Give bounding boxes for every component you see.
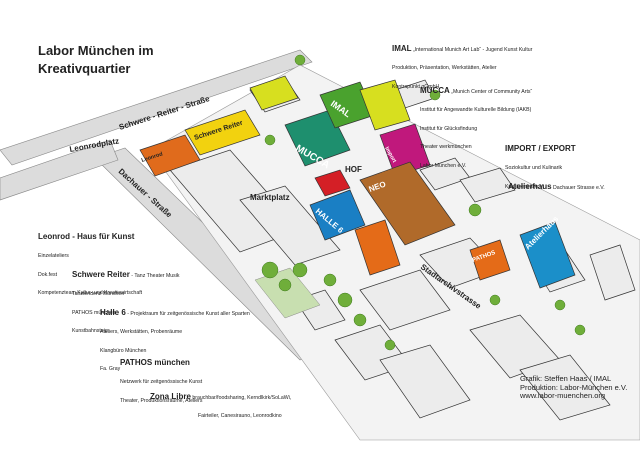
legend-import-export-line: Soziokultur und Kulinarik bbox=[505, 165, 563, 172]
legend-pathos: PATHOS münchen Netzwerk für zeitgenössis… bbox=[120, 352, 202, 407]
legend-imal-line: Kontrapunkt gGmbH bbox=[392, 83, 440, 90]
road-dachauer-west bbox=[0, 139, 119, 201]
building-import-export bbox=[379, 123, 431, 177]
credit-link[interactable]: www.labor-muenchen.org bbox=[520, 391, 606, 401]
legend-schwere-reiter-line: PATHOS münchen bbox=[72, 309, 116, 316]
label-hof: HOF bbox=[345, 165, 362, 174]
legend-schwere-reiter-line: Tanztendenz München bbox=[72, 291, 125, 298]
legend-zona-libre: Zona Libre brauchbar/foodsharing, Kerndl… bbox=[150, 386, 291, 423]
building-leonrod bbox=[139, 134, 201, 177]
legend-mucca-line: Institut für Glücksfindung bbox=[420, 125, 478, 132]
legend-mucca-title: „Munich Center of Community Arts“ bbox=[449, 89, 533, 95]
credits: Grafik: Steffen Haas / IMAL Produktion: … bbox=[520, 374, 628, 401]
legend-mucca-name: MUCCA bbox=[420, 86, 450, 95]
map-title-line1: Labor München im bbox=[38, 43, 154, 58]
legend-halle6-line: Klangbüro München bbox=[100, 347, 147, 354]
legend-leonrod-name: Leonrod - Haus für Kunst bbox=[38, 232, 135, 241]
legend-leonrod-line: Kompetenzteam Kultur- und Kreativwirtsch… bbox=[38, 290, 143, 297]
legend-halle6-line: Ateliers, Werkstätten, Probenräume bbox=[100, 329, 183, 336]
legend-import-export: IMPORT / EXPORT Soziokultur und Kulinari… bbox=[505, 138, 576, 193]
legend-imal-line: Produktion, Präsentation, Werkstätten, A… bbox=[392, 65, 497, 72]
credit-line: Produktion: Labor-München e.V. bbox=[520, 382, 628, 392]
building-neo bbox=[359, 161, 456, 246]
legend-pathos-name: PATHOS münchen bbox=[120, 358, 190, 367]
building-imal-yellow bbox=[249, 75, 299, 111]
legend-pathos-line: Netzwerk für zeitgenössische Kunst bbox=[120, 379, 203, 386]
legend-atelierhaus-title: Dachauer Strasse e.V. bbox=[551, 185, 605, 191]
legend-imal: IMAL „International Munich Art Lab“ - Ju… bbox=[392, 38, 532, 93]
legend-halle6: Halle 6 - Projektraum für zeitgenössisch… bbox=[100, 302, 250, 376]
legend-atelierhaus-name: Atelierhaus bbox=[508, 182, 552, 191]
legend-schwere-reiter-title: - Tanz Theater Musik bbox=[129, 273, 180, 279]
legend-pathos-line: Theater, Produktionsräume, Ateliers bbox=[120, 397, 203, 404]
legend-import-export-name: IMPORT / EXPORT bbox=[505, 144, 576, 153]
building-pathos bbox=[354, 219, 401, 276]
road-schwere-reiter bbox=[0, 49, 313, 166]
building-atelierhaus bbox=[519, 221, 576, 289]
legend-schwere-reiter: Schwere Reiter - Tanz Theater Musik Tanz… bbox=[72, 264, 180, 338]
legend-imal-name: IMAL bbox=[392, 44, 412, 53]
legend-halle6-line: Fa. Gray bbox=[100, 366, 121, 373]
building-imal-2 bbox=[359, 79, 411, 131]
legend-leonrod: Leonrod - Haus für Kunst Einzelateliers … bbox=[38, 226, 142, 300]
legend-mucca-line: Theater werkmünchen bbox=[420, 144, 472, 151]
lawn bbox=[254, 267, 321, 319]
legend-schwere-reiter-name: Schwere Reiter bbox=[72, 270, 130, 279]
legend-atelierhaus: Atelierhaus Dachauer Strasse e.V. bbox=[508, 176, 605, 194]
legend-zona-libre-name: Zona Libre bbox=[150, 392, 191, 401]
building-pathos-2 bbox=[469, 239, 511, 281]
legend-zona-libre-line: brauchbar/foodsharing, Kerndlkirk/SoLaWi… bbox=[192, 395, 292, 401]
credit-line: Grafik: Steffen Haas / IMAL bbox=[520, 374, 612, 383]
legend-halle6-name: Halle 6 bbox=[100, 308, 126, 317]
building-red bbox=[314, 169, 351, 197]
legend-import-export-line: Kunstzentral e.V. bbox=[505, 183, 545, 190]
building-halle6 bbox=[309, 189, 366, 241]
legend-mucca-line: Labor München e.V. bbox=[420, 162, 467, 169]
building-schwere-reiter bbox=[184, 109, 261, 156]
legend-imal-title: „International Munich Art Lab“ - Jugend … bbox=[411, 47, 533, 53]
legend-leonrod-line: Dok.fest bbox=[38, 271, 58, 278]
legend-leonrod-line: Einzelateliers bbox=[38, 253, 69, 260]
legend-schwere-reiter-line: Kunstbahnsteig bbox=[72, 328, 108, 335]
legend-mucca-line: Institut für Angewandte Kulturelle Bildu… bbox=[420, 107, 532, 114]
trees bbox=[261, 54, 586, 351]
legend-halle6-title: - Projektraum für zeitgenössische Kunst … bbox=[125, 311, 250, 317]
legend-mucca: MUCCA „Munich Center of Community Arts“ … bbox=[420, 80, 532, 172]
label-marktplatz: Marktplatz bbox=[250, 193, 290, 202]
legend-zona-libre-line: Fairteiler, Canesirauno, Leonrodkino bbox=[198, 413, 282, 420]
map-title-line2: Kreativquartier bbox=[38, 61, 131, 76]
